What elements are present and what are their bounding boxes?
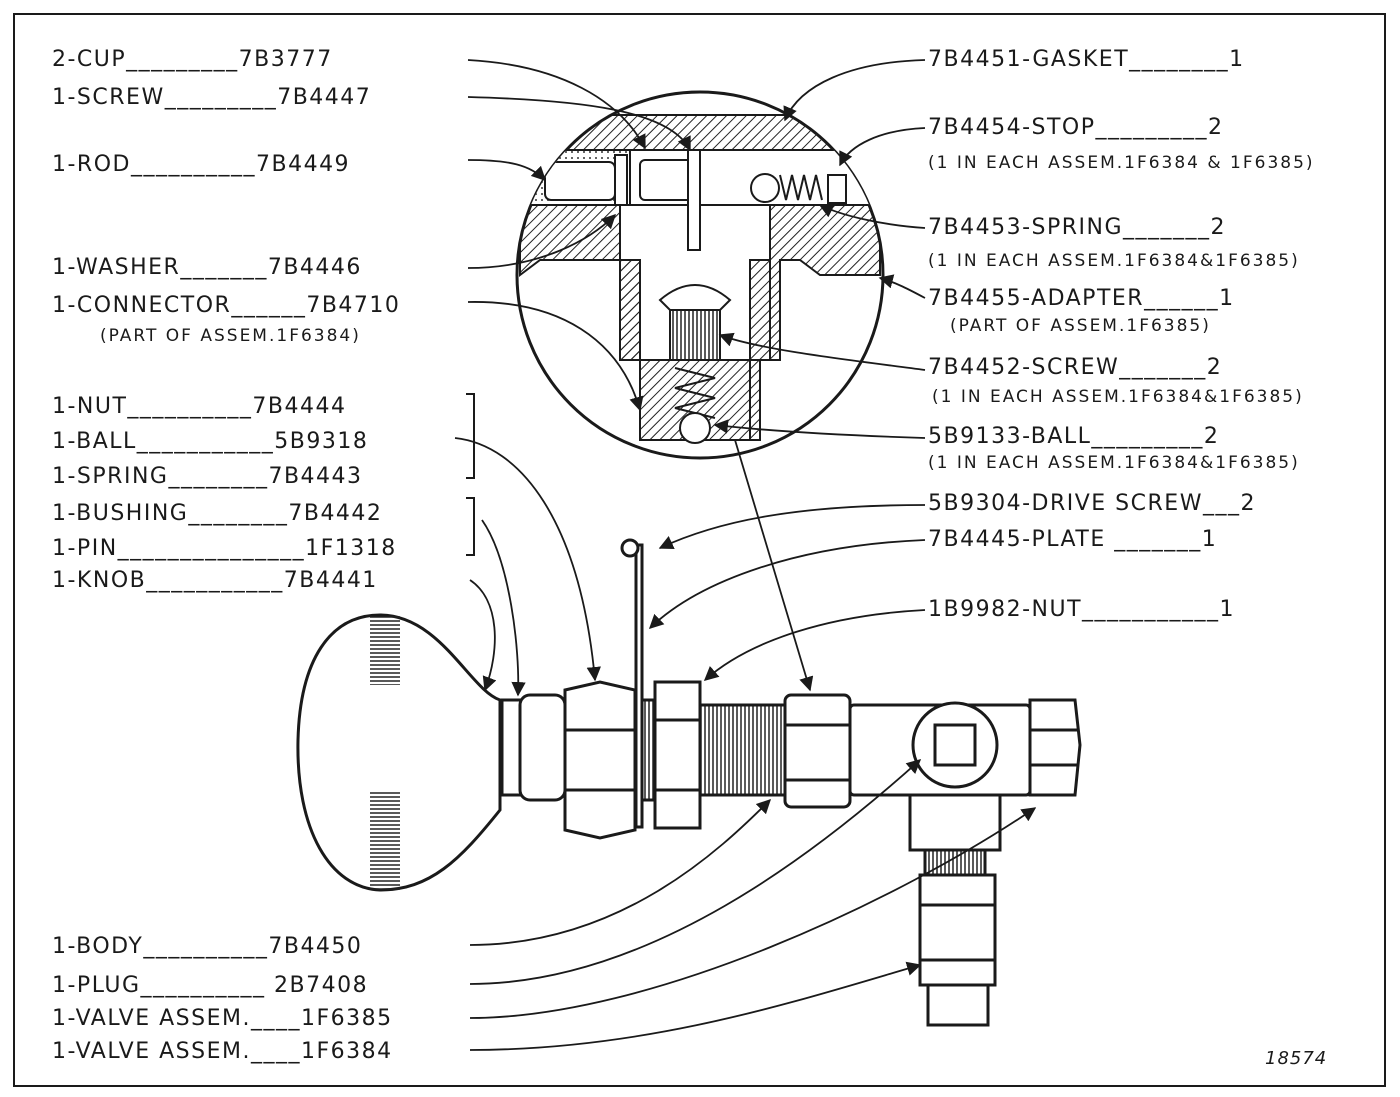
figure-frame [13,13,1386,1087]
label-screw: 1-SCREW_________7B4447 [52,85,372,110]
label-drive-screw: 5B9304-DRIVE SCREW___2 [928,491,1256,516]
note-connector: (PART OF ASSEM.1F6384) [100,326,361,346]
note-adapter: (PART OF ASSEM.1F6385) [950,316,1211,336]
label-adapter: 7B4455-ADAPTER______1 [928,286,1235,311]
label-nut: 1-NUT__________7B4444 [52,394,347,419]
valve-body [500,538,1082,1027]
group-brackets [466,393,475,556]
label-valve-assem-1f6384: 1-VALVE ASSEM.____1F6384 [52,1039,393,1064]
label-body: 1-BODY__________7B4450 [52,934,363,959]
label-connector: 1-CONNECTOR______7B4710 [52,293,401,318]
label-cup: 2-CUP_________7B3777 [52,47,333,72]
label-ball: 1-BALL___________5B9318 [52,429,369,454]
knob [296,613,502,892]
label-spring-2: 7B4453-SPRING_______2 [928,215,1227,240]
label-screw-2: 7B4452-SCREW_______2 [928,355,1223,380]
label-knob: 1-KNOB___________7B4441 [52,568,378,593]
label-spring: 1-SPRING________7B4443 [52,464,363,489]
label-rod: 1-ROD__________7B4449 [52,152,351,177]
label-plate: 7B4445-PLATE _______1 [928,527,1218,552]
figure-number: 18574 [1265,1048,1328,1069]
leader-lines [454,59,1037,1051]
note-screw-2: (1 IN EACH ASSEM.1F6384&1F6385) [932,387,1304,407]
label-gasket: 7B4451-GASKET________1 [928,47,1245,72]
label-stop: 7B4454-STOP_________2 [928,115,1224,140]
note-spring-2: (1 IN EACH ASSEM.1F6384&1F6385) [928,251,1300,271]
label-nut-2: 1B9982-NUT___________1 [928,597,1236,622]
label-bushing: 1-BUSHING________7B4442 [52,501,383,526]
note-stop: (1 IN EACH ASSEM.1F6384 & 1F6385) [928,153,1315,173]
label-valve-assem-1f6385: 1-VALVE ASSEM.____1F6385 [52,1006,393,1031]
note-ball-2: (1 IN EACH ASSEM.1F6384&1F6385) [928,453,1300,473]
label-plug: 1-PLUG__________ 2B7408 [52,973,369,998]
label-ball-2: 5B9133-BALL_________2 [928,424,1220,449]
detail-cross-section [515,90,885,460]
label-pin: 1-PIN_______________1F1318 [52,536,397,561]
label-washer: 1-WASHER_______7B4446 [52,255,362,280]
